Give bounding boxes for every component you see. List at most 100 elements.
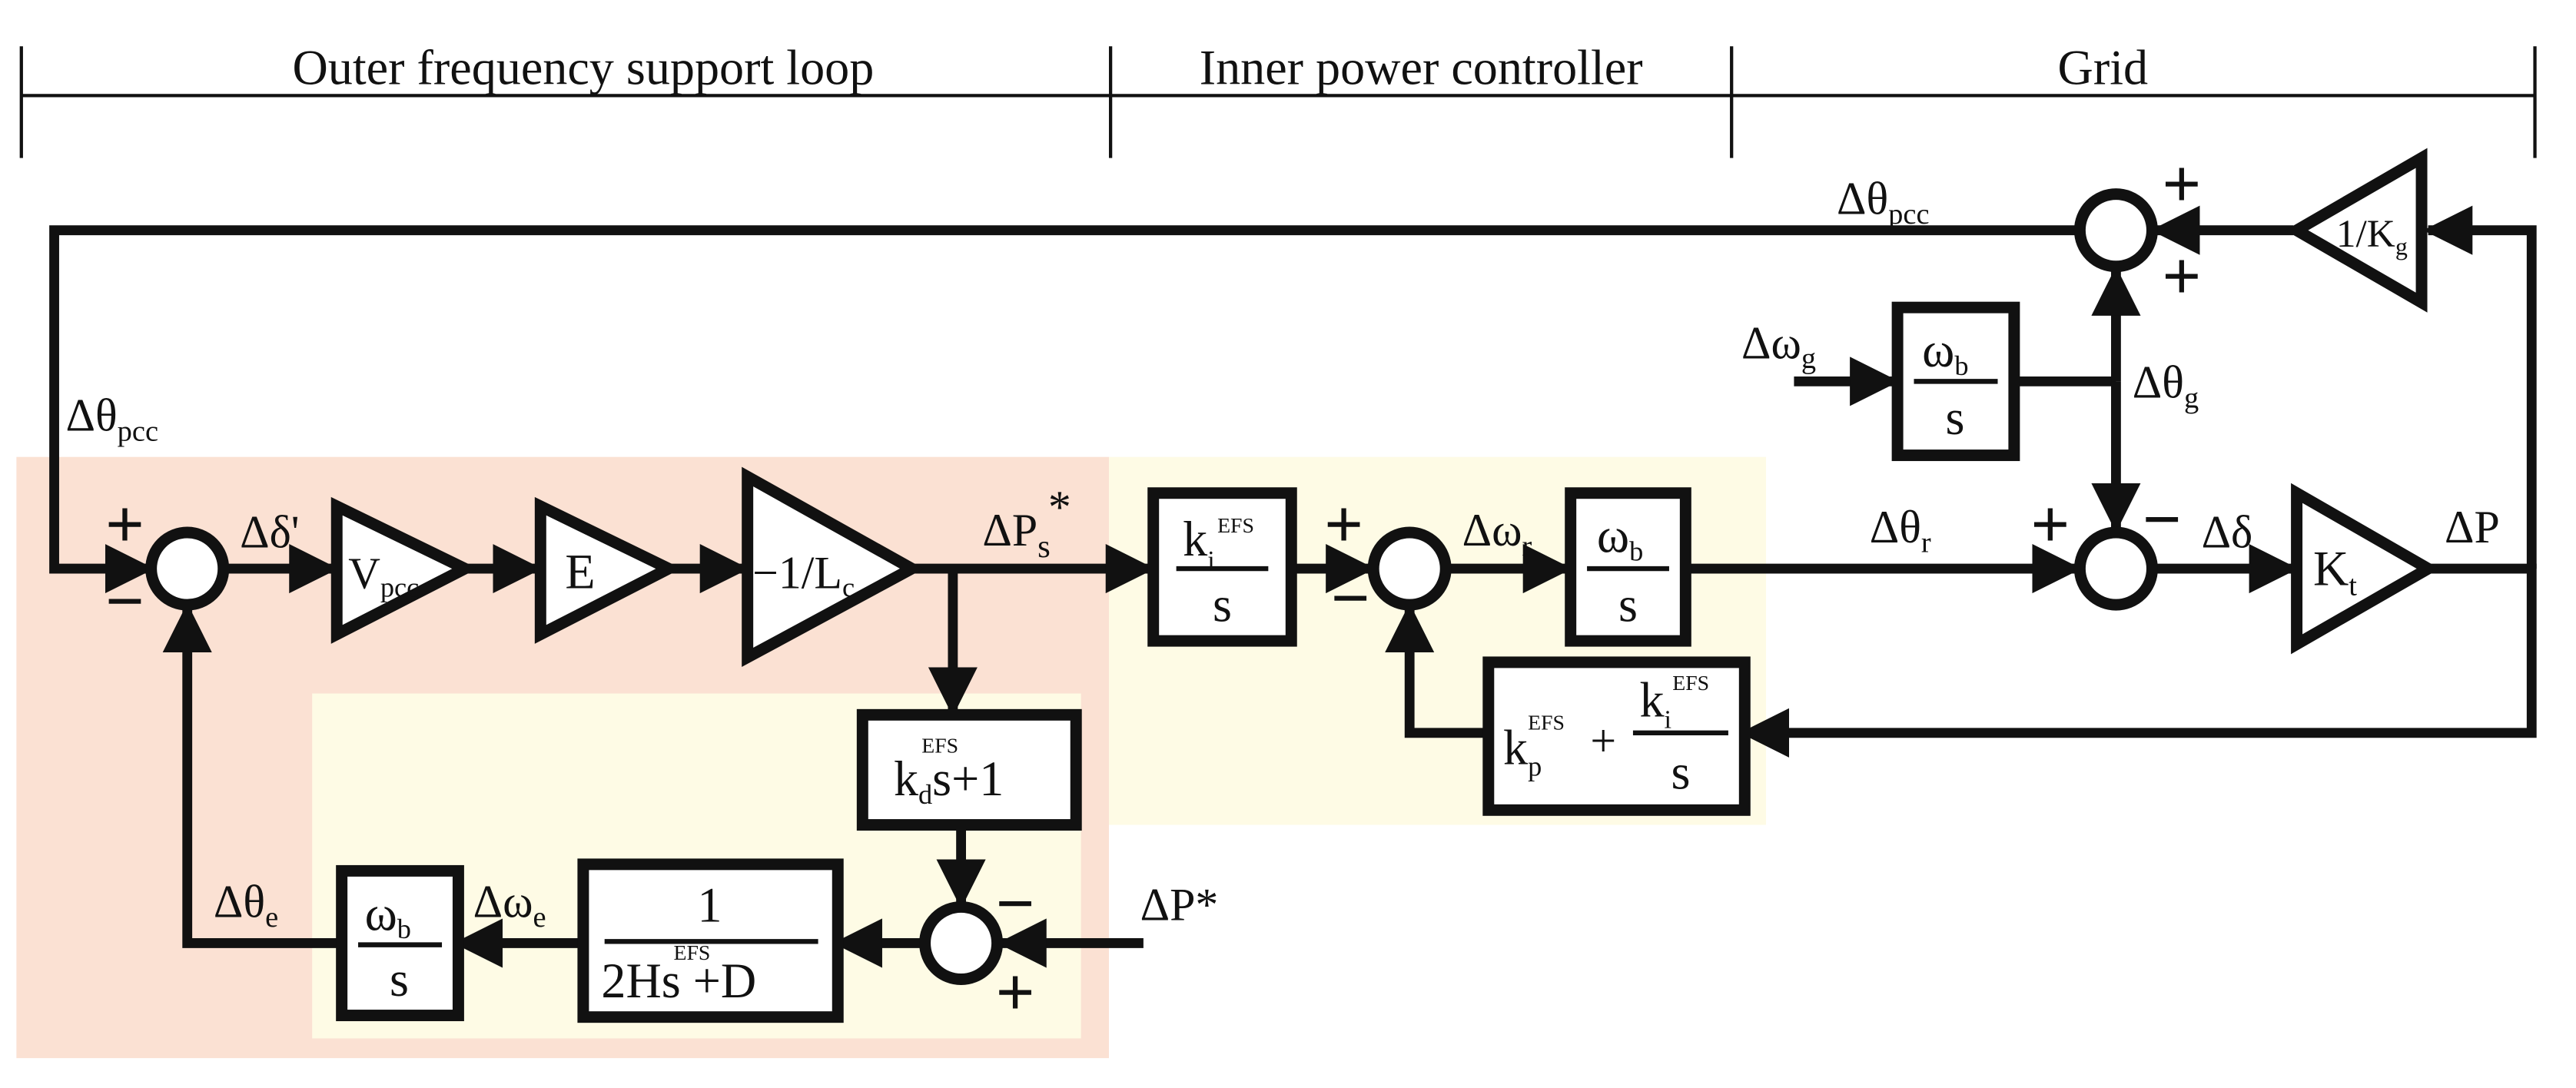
svg-text:Δωg: Δωg	[1741, 317, 1816, 375]
section-title-outer: Outer frequency support loop	[292, 40, 874, 95]
sum-junction-theta-pcc	[2073, 188, 2158, 273]
theta-g-sub: g	[2184, 383, 2199, 415]
svg-text:2Hs +D: 2Hs +D	[601, 954, 756, 1008]
omega-r-label: Δω	[1462, 505, 1522, 556]
theta-e-label: Δθ	[214, 876, 265, 927]
svg-text:Vpcc: Vpcc	[348, 550, 419, 603]
kt-gain-block: Kt	[2291, 483, 2440, 655]
svg-text:Δθpcc: Δθpcc	[1837, 173, 1930, 231]
ki-den-s: s	[1213, 577, 1232, 632]
p-star-label: ΔP*	[1140, 880, 1219, 930]
svg-text:−1/Lc: −1/Lc	[752, 548, 855, 603]
omega-g-sub: g	[1801, 343, 1816, 375]
sign-plus-sum2: +	[1324, 486, 1363, 562]
svg-text:ΔPs: ΔPs	[982, 505, 1050, 565]
pi-den-s: s	[1671, 745, 1690, 800]
pi-controller-block: kp EFS + ki EFS s	[1482, 656, 1751, 816]
lc-gain-label: −1/L	[752, 548, 842, 599]
ki-sub-i: i	[1207, 546, 1215, 575]
ps-star-label: ΔP	[982, 505, 1037, 556]
vpcc-gain-block: Vpcc	[330, 496, 478, 644]
sign-plus-top-b: +	[2162, 238, 2201, 314]
svg-text:Kt: Kt	[2313, 541, 2357, 602]
kg-gain-label: 1/K	[2336, 212, 2395, 256]
omega-r-integrator-block: ωb s	[1565, 487, 1691, 647]
svg-text:Δωe: Δωe	[473, 876, 546, 934]
pi-plus: +	[1590, 715, 1616, 766]
pi-kp-sub: p	[1528, 751, 1542, 781]
vpcc-gain-label: V	[348, 550, 380, 599]
kd-sub-d: d	[918, 779, 932, 810]
sign-plus-sum3: +	[2030, 486, 2070, 562]
swing-numerator: 1	[697, 878, 722, 933]
pi-ki-sub: i	[1665, 705, 1672, 734]
delta-p-label: ΔP	[2445, 502, 2500, 552]
vpcc-gain-sub: pcc	[380, 572, 419, 602]
omega-b-sub-inner: b	[1629, 536, 1643, 566]
omega-e-sub: e	[533, 901, 546, 934]
swing-2h: 2H	[601, 954, 661, 1008]
sign-plus-power: +	[995, 955, 1034, 1031]
theta-pcc-top-label: Δθ	[1837, 173, 1888, 224]
kd-derivative-block: kds+1 EFS	[856, 708, 1082, 831]
ps-star-sub: s	[1037, 529, 1051, 565]
omega-r-sub: r	[1522, 530, 1532, 562]
kd-efs: EFS	[921, 734, 958, 758]
svg-text:kp: kp	[1503, 720, 1542, 781]
sign-plus-top-a: +	[2162, 147, 2201, 223]
omega-b-sub-outer: b	[397, 914, 411, 944]
sum-junction-omega-r	[1367, 526, 1452, 611]
delta-prime-label: Δδ'	[240, 506, 299, 557]
svg-text:Δθe: Δθe	[214, 876, 278, 934]
pi-ki-k: k	[1639, 672, 1665, 727]
sign-minus-sum1: −	[105, 564, 144, 640]
theta-r-label: Δθ	[1870, 502, 1921, 552]
section-title-inner: Inner power controller	[1200, 40, 1643, 95]
sum-junction-theta	[2073, 526, 2158, 611]
ki-efs: EFS	[1217, 514, 1254, 538]
theta-r-sub: r	[1921, 527, 1931, 559]
omega-g-label: Δω	[1741, 317, 1801, 368]
pi-ki-efs: EFS	[1672, 672, 1709, 695]
swing-rest: s +D	[662, 954, 756, 1008]
ki-integrator-block: ki EFS s	[1147, 487, 1297, 647]
sign-minus-sum2: −	[1331, 560, 1370, 636]
swing-efs: EFS	[673, 941, 710, 965]
signal-wires	[49, 205, 2537, 968]
kt-gain-label: K	[2313, 541, 2349, 595]
svg-text:kds+1: kds+1	[894, 751, 1004, 810]
kg-gain-block: 1/Kg	[2285, 148, 2428, 313]
svg-text:1/Kg: 1/Kg	[2336, 212, 2408, 260]
theta-pcc-left-sub: pcc	[118, 415, 158, 447]
theta-pcc-left-label: Δθ	[66, 390, 118, 440]
sum-junction-power	[919, 901, 1004, 985]
omega-g-den-s: s	[1945, 390, 1964, 445]
svg-text:Δθg: Δθg	[2133, 357, 2199, 415]
lc-gain-sub: c	[842, 572, 855, 602]
ki-k: k	[1183, 512, 1208, 566]
omega-g-integrator-block: ωb s	[1891, 301, 2020, 462]
omega-e-label: Δω	[473, 876, 533, 927]
sign-minus-sum3: −	[2143, 482, 2182, 558]
kt-gain-sub: t	[2349, 569, 2357, 602]
svg-text:ki: ki	[1639, 672, 1671, 734]
omega-e-den-s: s	[390, 952, 409, 1007]
lc-gain-block: −1/Lc	[742, 466, 924, 668]
svg-text:Δθpcc: Δθpcc	[66, 390, 159, 447]
kd-k: k	[894, 751, 919, 806]
omega-b-num-inner: ω	[1597, 509, 1629, 563]
kg-gain-sub: g	[2395, 233, 2408, 260]
pi-kp-k: k	[1503, 720, 1529, 775]
ps-star-mark: *	[1048, 482, 1071, 532]
swing-equation-block: 1 2Hs +D EFS	[577, 858, 844, 1023]
delta-delta-label: Δδ	[2202, 506, 2253, 557]
omega-b-num-outer: ω	[365, 886, 397, 940]
e-gain-block: E	[534, 496, 682, 644]
theta-e-sub: e	[265, 901, 278, 934]
svg-text:Δωr: Δωr	[1462, 505, 1532, 562]
section-header-bar	[19, 46, 2537, 158]
omega-e-integrator-block: ωb s	[336, 864, 464, 1022]
omega-r-den-s: s	[1618, 577, 1638, 632]
sign-plus-sum1: +	[105, 486, 144, 562]
